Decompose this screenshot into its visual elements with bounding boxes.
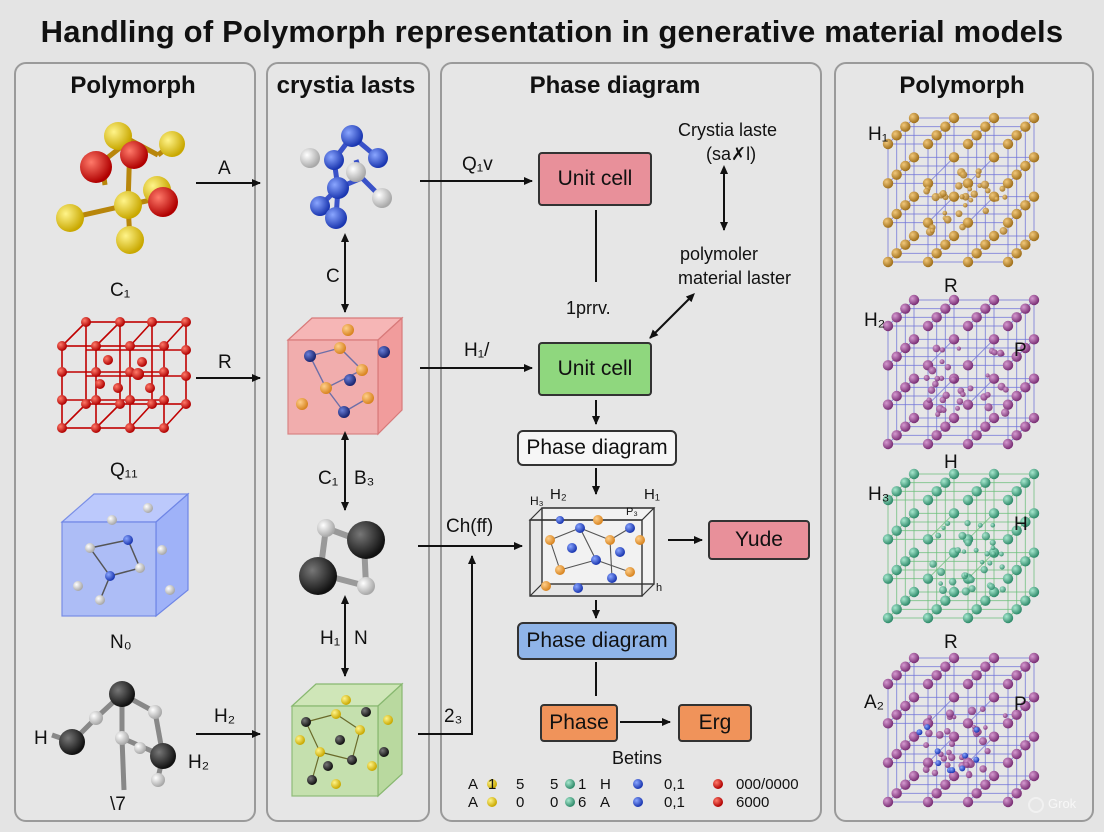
legend-row2-a: A [468,794,479,811]
legend-markers [487,779,723,807]
legend-row2-6: 6 [578,794,587,811]
label-polymoler: polymoler [680,244,759,264]
legend-row2-0b: 0 [550,794,559,811]
lattice-label-r2: R [944,632,958,653]
legend-row1-a: A [468,776,479,793]
label-material-laster: material laster [678,268,792,288]
label-bottom: \7 [110,794,126,815]
cube-pink-cell [286,316,404,436]
molecule-blue-cube [60,492,190,618]
cell-label-h1: H₁ [644,486,660,503]
cell-label-p3: P₃ [626,506,638,518]
label-iprrv: 1prrv. [566,298,611,318]
legend-row1-1: 1 [488,776,497,793]
legend-row1-1b: 1 [578,776,587,793]
label-h: H [34,728,48,749]
lattice-label-p1: P [1014,340,1027,361]
legend-row1-5b: 5 [550,776,559,793]
arrow-label-q1v: Q₁v [462,154,493,175]
lattice-teal [882,468,1040,624]
phase-diagram-box-2[interactable]: Phase diagram [517,622,677,660]
phase-diagram-box-1[interactable]: Phase diagram [517,430,677,466]
arrow-label-r: R [218,352,232,373]
molecule-black-white [51,681,176,791]
legend-row2-code: 6000 [736,794,770,811]
legend-row1-h: H [600,776,611,793]
lattice-gold [882,112,1040,268]
lattice-purple [882,294,1040,450]
phase-crystal-cell [528,507,656,597]
label-q11: Q₁₁ [110,460,138,481]
label-saxl: (sa✗l) [706,144,757,164]
double-arrow-polymoler [649,293,695,339]
panel-polymorph-left [14,62,256,822]
watermark-text: Grok [1048,796,1077,811]
arrow-2-3 [418,555,476,735]
legend-row1-code: 000/0000 [736,776,799,793]
unit-cell-box-2[interactable]: Unit cell [538,342,652,396]
cell-label-h: h [656,582,663,594]
legend-row1-5a: 5 [516,776,525,793]
unit-cell-box-1[interactable]: Unit cell [538,152,652,206]
lattice-label-r1: R [944,276,958,297]
panel-title-phase-diagram: Phase diagram [529,72,701,99]
lattice-label-p2: P [1014,694,1027,715]
label-crystia-laste: Crystia laste [678,120,778,140]
cell-label-h3: H₃ [530,494,544,508]
phase-box[interactable]: Phase [540,704,618,742]
molecule-red-lattice-atoms [57,317,191,433]
legend-row2-0a: 0 [516,794,525,811]
lattice-label-h3: H₃ [868,484,890,505]
label-h1-col2: H₁ [320,628,341,649]
molecule-red-lattice [61,321,187,429]
legend-row2-01: 0,1 [664,794,685,811]
lattice-label-h1: H₁ [868,124,889,145]
arrow-label-h2: H₂ [214,706,236,727]
molecule-blue-cluster [300,125,392,229]
legend-row1-01: 0,1 [664,776,685,793]
erg-box[interactable]: Erg [678,704,752,742]
watermark-logo [1028,797,1044,813]
legend-row2-a2: A [600,794,611,811]
label-c1: C₁ [110,280,131,301]
label-b3: B₃ [354,468,375,489]
label-c: C [326,266,340,287]
yude-box[interactable]: Yude [708,520,810,560]
panel-title-polymorph-right: Polymorph [899,72,1025,99]
molecule-red-yellow [56,122,185,254]
molecule-black-pair [299,519,385,595]
lattice-label-a2: A₂ [864,692,885,713]
lattice-violet [882,652,1040,808]
label-h2-molecule: H₂ [188,752,210,773]
lattice-label-h-right: H [1014,514,1028,535]
arrow-label-h1: H₁/ [464,340,490,361]
cell-label-h2: H₂ [550,486,567,503]
label-n: N [354,628,368,649]
arrow-label-a: A [218,158,231,179]
arrow-label-2-3: 2₃ [444,706,463,727]
panel-title-polymorph-left: Polymorph [70,72,196,99]
cube-green-cell [290,682,404,798]
page-title: Handling of Polymorph representation in … [40,14,1064,49]
label-n0: N₀ [110,632,132,653]
lattice-label-h: H [944,452,958,473]
panel-title-crystal-lasts: crystia lasts [276,72,416,99]
label-c1-col2: C₁ [318,468,339,489]
label-betins: Betins [612,748,663,768]
lattice-label-h2: H₂ [864,310,886,331]
arrow-label-chff: Ch(ff) [446,516,494,537]
